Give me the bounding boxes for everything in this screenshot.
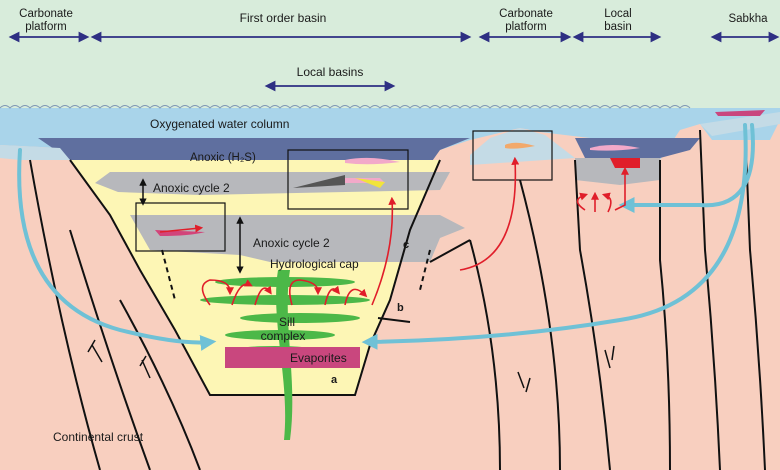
extent-arrows bbox=[8, 31, 780, 92]
anoxic-cycle-layer-upper bbox=[95, 172, 450, 195]
anoxic-cycle-layer-lower bbox=[130, 215, 465, 262]
sky-background bbox=[0, 0, 780, 112]
label-local-basin-2: basin bbox=[604, 21, 632, 33]
unit-letter-c: c bbox=[403, 239, 409, 251]
highlight-box-center bbox=[287, 149, 409, 210]
highlight-box-left bbox=[135, 202, 226, 252]
label-carbonate-platform-right-1: Carbonate bbox=[499, 8, 553, 20]
fault-right-1 bbox=[469, 239, 501, 470]
evaporites-small bbox=[232, 352, 248, 360]
label-local-basins: Local basins bbox=[297, 65, 364, 79]
fault-step-2 bbox=[429, 239, 471, 263]
fault-left-1 bbox=[29, 159, 101, 470]
fault-right-6 bbox=[744, 124, 766, 470]
label-anoxic-cycle-upper: Anoxic cycle 2 bbox=[153, 181, 230, 195]
orange-lens bbox=[505, 142, 535, 149]
fault-right-5 bbox=[699, 129, 721, 470]
label-first-order-basin: First order basin bbox=[240, 11, 327, 25]
carbonate-platform-left-body bbox=[0, 145, 70, 160]
label-local-basin-1: Local bbox=[604, 8, 632, 20]
label-oxygenated-water: Oxygenated water column bbox=[150, 117, 289, 131]
label-carbonate-platform-left-1: Carbonate bbox=[19, 8, 73, 20]
label-hydrological-cap: Hydrological cap bbox=[270, 257, 359, 271]
unit-letter-b: b bbox=[397, 302, 404, 314]
label-anoxic-cycle-lower: Anoxic cycle 2 bbox=[253, 236, 330, 250]
label-carbonate-platform-right-2: platform bbox=[505, 21, 547, 33]
organic-lens-1 bbox=[345, 157, 400, 165]
label-sill-complex-2: complex bbox=[261, 329, 306, 343]
fault-right-4 bbox=[659, 160, 671, 470]
highlight-box-platform bbox=[472, 130, 553, 181]
organic-lens-4 bbox=[590, 145, 640, 151]
label-evaporites: Evaporites bbox=[290, 351, 347, 365]
evaporites-layer bbox=[225, 347, 360, 368]
local-basin-red-lens bbox=[610, 158, 640, 168]
fault-motion-arrows bbox=[87, 339, 615, 393]
unit-letter-a: a bbox=[331, 374, 338, 386]
basin-outline bbox=[69, 159, 441, 396]
fluid-flow-arrows-blue bbox=[17, 123, 755, 351]
dark-wedge bbox=[293, 175, 345, 188]
convection-arrows-red bbox=[159, 156, 629, 306]
label-anoxic-h2s: Anoxic (H₂S) bbox=[190, 152, 256, 164]
sea-surface bbox=[0, 105, 691, 109]
sabkha-body bbox=[700, 112, 780, 136]
fault-step bbox=[377, 317, 411, 323]
fault-left-3 bbox=[119, 299, 201, 470]
label-continental-crust: Continental crust bbox=[53, 430, 144, 444]
fault-right-3 bbox=[574, 159, 611, 470]
fault-left-2 bbox=[69, 229, 151, 470]
label-sabkha: Sabkha bbox=[728, 13, 768, 25]
sabkha-lens bbox=[715, 110, 765, 116]
yellow-wedge bbox=[355, 178, 385, 188]
label-sill-complex-1: Sill bbox=[279, 315, 295, 329]
fault-right-2 bbox=[519, 179, 561, 470]
label-carbonate-platform-left-2: platform bbox=[25, 21, 67, 33]
dashed-feeder-right bbox=[419, 249, 431, 291]
